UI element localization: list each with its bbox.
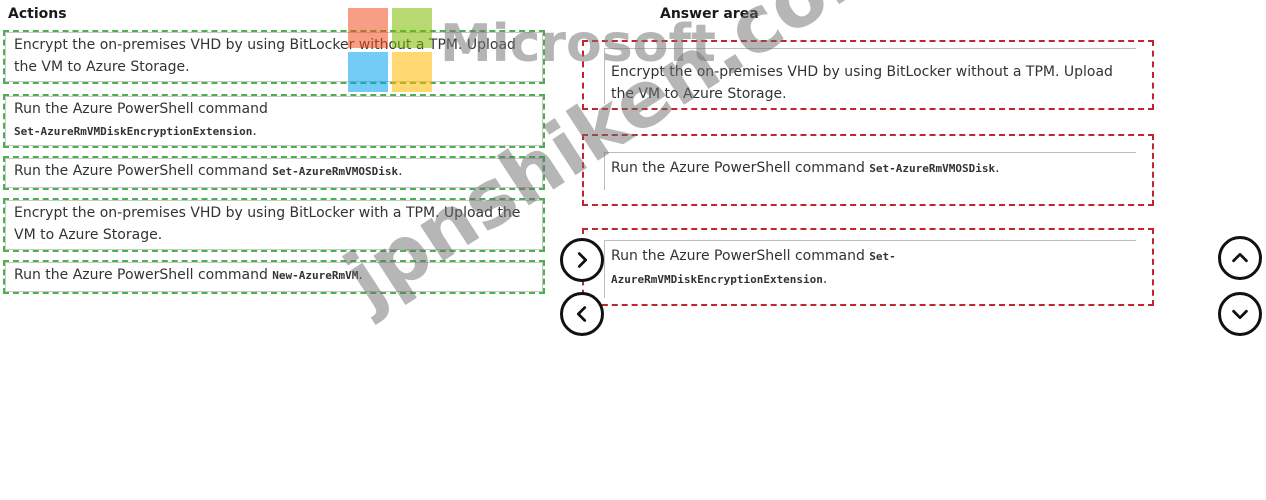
action-command: Set-AzureRmVMOSDisk xyxy=(272,165,399,178)
action-text: Run the Azure PowerShell command xyxy=(14,163,273,179)
move-up-button[interactable] xyxy=(1218,236,1262,280)
action-command: New-AzureRmVM xyxy=(272,269,359,282)
logo-square-yellow xyxy=(392,52,432,92)
chevron-left-icon xyxy=(576,306,587,322)
answer-card-set-disk-encryption-extension[interactable]: Run the Azure PowerShell command Set- Az… xyxy=(604,240,1136,298)
answer-command: Set-AzureRmVMOSDisk xyxy=(869,162,996,175)
answer-text: Encrypt the on-premises VHD by using Bit… xyxy=(611,64,1113,102)
action-item-new-vm[interactable]: Run the Azure PowerShell command New-Azu… xyxy=(3,260,545,294)
answer-card-set-os-disk[interactable]: Run the Azure PowerShell command Set-Azu… xyxy=(604,152,1136,190)
action-text: Run the Azure PowerShell command xyxy=(14,267,273,283)
answer-card-encrypt-without-tpm[interactable]: Encrypt the on-premises VHD by using Bit… xyxy=(604,48,1136,104)
chevron-down-icon xyxy=(1232,309,1248,320)
actions-heading: Actions xyxy=(8,6,67,22)
action-item-encrypt-with-tpm[interactable]: Encrypt the on-premises VHD by using Bit… xyxy=(3,198,545,252)
logo-square-green xyxy=(392,8,432,48)
answer-slot-1[interactable]: Encrypt the on-premises VHD by using Bit… xyxy=(582,40,1154,110)
answer-command-part2: AzureRmVMDiskEncryptionExtension xyxy=(611,273,823,286)
move-right-button[interactable] xyxy=(560,238,604,282)
logo-square-red xyxy=(348,8,388,48)
action-suffix: . xyxy=(252,123,257,139)
microsoft-watermark-text: Microsoft xyxy=(440,14,716,74)
answer-command-part1: Set- xyxy=(869,250,896,263)
action-item-set-os-disk[interactable]: Run the Azure PowerShell command Set-Azu… xyxy=(3,156,545,190)
action-command: Set-AzureRmVMDiskEncryptionExtension xyxy=(14,125,253,138)
answer-slot-3[interactable]: Run the Azure PowerShell command Set- Az… xyxy=(582,228,1154,306)
action-suffix: . xyxy=(358,267,363,283)
answer-text: Run the Azure PowerShell command xyxy=(611,248,870,264)
action-text: Encrypt the on-premises VHD by using Bit… xyxy=(14,37,516,75)
action-suffix: . xyxy=(398,163,403,179)
microsoft-logo-watermark xyxy=(348,8,434,94)
answer-text: Run the Azure PowerShell command xyxy=(611,160,870,176)
chevron-up-icon xyxy=(1232,252,1248,263)
move-down-button[interactable] xyxy=(1218,292,1262,336)
move-left-button[interactable] xyxy=(560,292,604,336)
answer-suffix: . xyxy=(995,160,1000,176)
logo-square-blue xyxy=(348,52,388,92)
answer-area-heading: Answer area xyxy=(660,6,759,22)
action-text: Encrypt the on-premises VHD by using Bit… xyxy=(14,205,521,243)
action-text: Run the Azure PowerShell command xyxy=(14,101,268,117)
chevron-right-icon xyxy=(577,252,588,268)
answer-suffix: . xyxy=(822,271,828,287)
action-item-encrypt-without-tpm[interactable]: Encrypt the on-premises VHD by using Bit… xyxy=(3,30,545,84)
answer-slot-2[interactable]: Run the Azure PowerShell command Set-Azu… xyxy=(582,134,1154,206)
action-item-set-disk-encryption-extension[interactable]: Run the Azure PowerShell command Set-Azu… xyxy=(3,94,545,148)
